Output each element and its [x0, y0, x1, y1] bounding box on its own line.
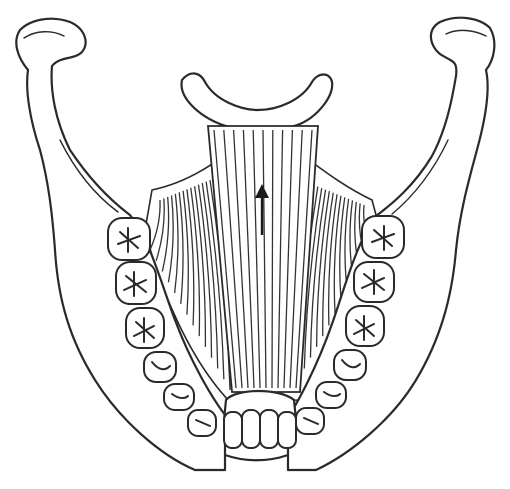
tooth-right-premolar-1 [334, 350, 366, 380]
incisor-4 [278, 412, 296, 448]
incisors [224, 391, 296, 448]
chin-base [225, 455, 288, 460]
hyoid-bone [182, 73, 333, 130]
incisor-1 [224, 412, 242, 448]
incisor-3 [260, 410, 278, 448]
tooth-left-premolar-1 [144, 352, 176, 382]
incisor-2 [242, 410, 260, 448]
